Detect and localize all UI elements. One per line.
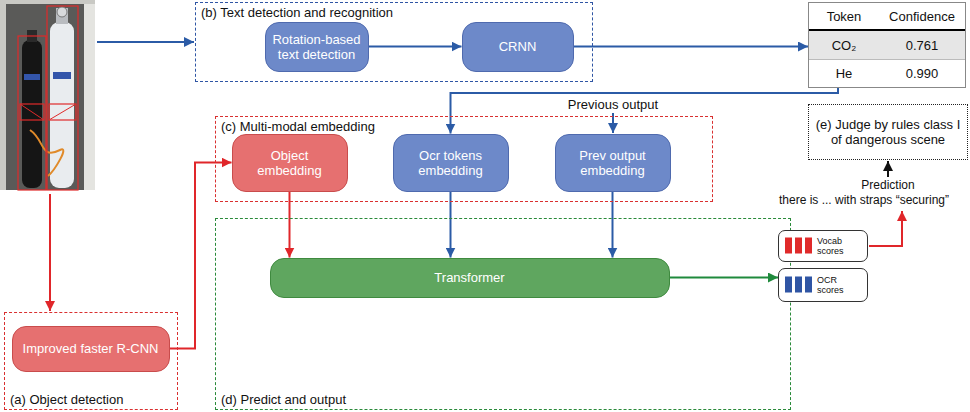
connector-arrow bbox=[574, 46, 809, 48]
table-cell: CO₂ bbox=[809, 31, 879, 59]
cylinder-tag bbox=[53, 72, 71, 79]
table-cell: 0.990 bbox=[879, 59, 965, 87]
image-arrow bbox=[49, 194, 51, 311]
score-bar bbox=[805, 277, 812, 293]
embedding-box: Prev output embedding bbox=[555, 134, 671, 192]
score-bar bbox=[785, 238, 792, 254]
score-bars bbox=[779, 231, 815, 260]
group-heading: (c) Multi-modal embedding bbox=[221, 119, 375, 134]
score-box: Vocab scores bbox=[778, 230, 868, 262]
detection-box bbox=[18, 36, 46, 190]
cylinder-tag bbox=[24, 74, 40, 80]
box-label: Improved faster R-CNN bbox=[17, 341, 165, 356]
connector-arrow bbox=[369, 46, 462, 48]
connector-arrow bbox=[451, 88, 839, 134]
transformer-box: Transformer bbox=[270, 258, 670, 298]
cabinet-photo bbox=[0, 0, 95, 190]
white-cylinder bbox=[50, 22, 74, 188]
connector-arrow bbox=[670, 277, 779, 279]
score-bar bbox=[795, 238, 802, 254]
group-heading: (a) Object detection bbox=[10, 392, 123, 407]
pressure-gauge bbox=[57, 7, 67, 17]
judge-arrow bbox=[887, 161, 889, 177]
strap-box bbox=[49, 104, 76, 120]
cylinder-valve bbox=[56, 8, 68, 24]
prediction-text: there is ... with straps “securing” bbox=[760, 193, 968, 208]
score-bar bbox=[805, 238, 812, 254]
box-label: Prev output embedding bbox=[556, 148, 670, 178]
strap-box bbox=[20, 104, 44, 120]
prediction-arrow bbox=[869, 211, 902, 246]
image-arrow bbox=[97, 41, 194, 43]
group-heading: (b) Text detection and recognition bbox=[201, 5, 393, 20]
score-bar bbox=[795, 277, 802, 293]
cabinet-door bbox=[84, 4, 95, 190]
table-cell: Confidence bbox=[879, 3, 965, 29]
input-label: Previous output bbox=[555, 97, 671, 112]
table-cell: Token bbox=[809, 3, 879, 29]
box-label: Rotation-based text detection bbox=[266, 32, 368, 62]
process-box: Improved faster R-CNN bbox=[12, 326, 170, 372]
strap bbox=[49, 104, 76, 120]
box-label: Transformer bbox=[428, 270, 510, 285]
group-box: (a) Object detection Improved faster R-CN… bbox=[4, 312, 178, 410]
black-cylinder bbox=[22, 40, 42, 188]
table-rule bbox=[809, 59, 965, 60]
box-label: Ocr tokens embedding bbox=[394, 148, 508, 178]
table-rule bbox=[809, 29, 965, 31]
table-cell: 0.761 bbox=[879, 31, 965, 59]
score-box: OCR scores bbox=[778, 268, 868, 302]
prediction-label: Prediction bbox=[808, 178, 968, 193]
score-label: Vocab scores bbox=[817, 231, 865, 261]
box-label: (e) Judge by rules class I of dangerous … bbox=[809, 117, 967, 147]
rule-box: (e) Judge by rules class I of dangerous … bbox=[808, 104, 968, 160]
cabinet-interior bbox=[6, 4, 92, 190]
group-box: (d) Predict and output Transformer bbox=[215, 218, 791, 410]
connector-arrow bbox=[170, 163, 232, 349]
embedding-box: Object embedding bbox=[232, 134, 348, 192]
box-label: CRNN bbox=[493, 39, 543, 54]
process-box: Rotation-based text detection bbox=[265, 22, 369, 72]
group-box: (c) Multi-modal embeddingObject embeddin… bbox=[215, 116, 713, 202]
table-cell: He bbox=[809, 59, 879, 87]
box-label: Object embedding bbox=[233, 148, 347, 178]
score-label: OCR scores bbox=[817, 269, 865, 301]
group-heading: (d) Predict and output bbox=[221, 392, 346, 407]
group-box: (b) Text detection and recognitionRotati… bbox=[195, 2, 593, 82]
cabinet-wall bbox=[0, 0, 95, 190]
strap bbox=[20, 104, 44, 120]
process-box: CRNN bbox=[462, 22, 574, 72]
embedding-box: Ocr tokens embedding bbox=[393, 134, 509, 192]
score-bars bbox=[779, 269, 815, 300]
token-table: TokenConfidenceCO₂0.761He0.990 bbox=[808, 2, 966, 88]
score-bar bbox=[785, 277, 792, 293]
detection-box bbox=[47, 6, 78, 190]
